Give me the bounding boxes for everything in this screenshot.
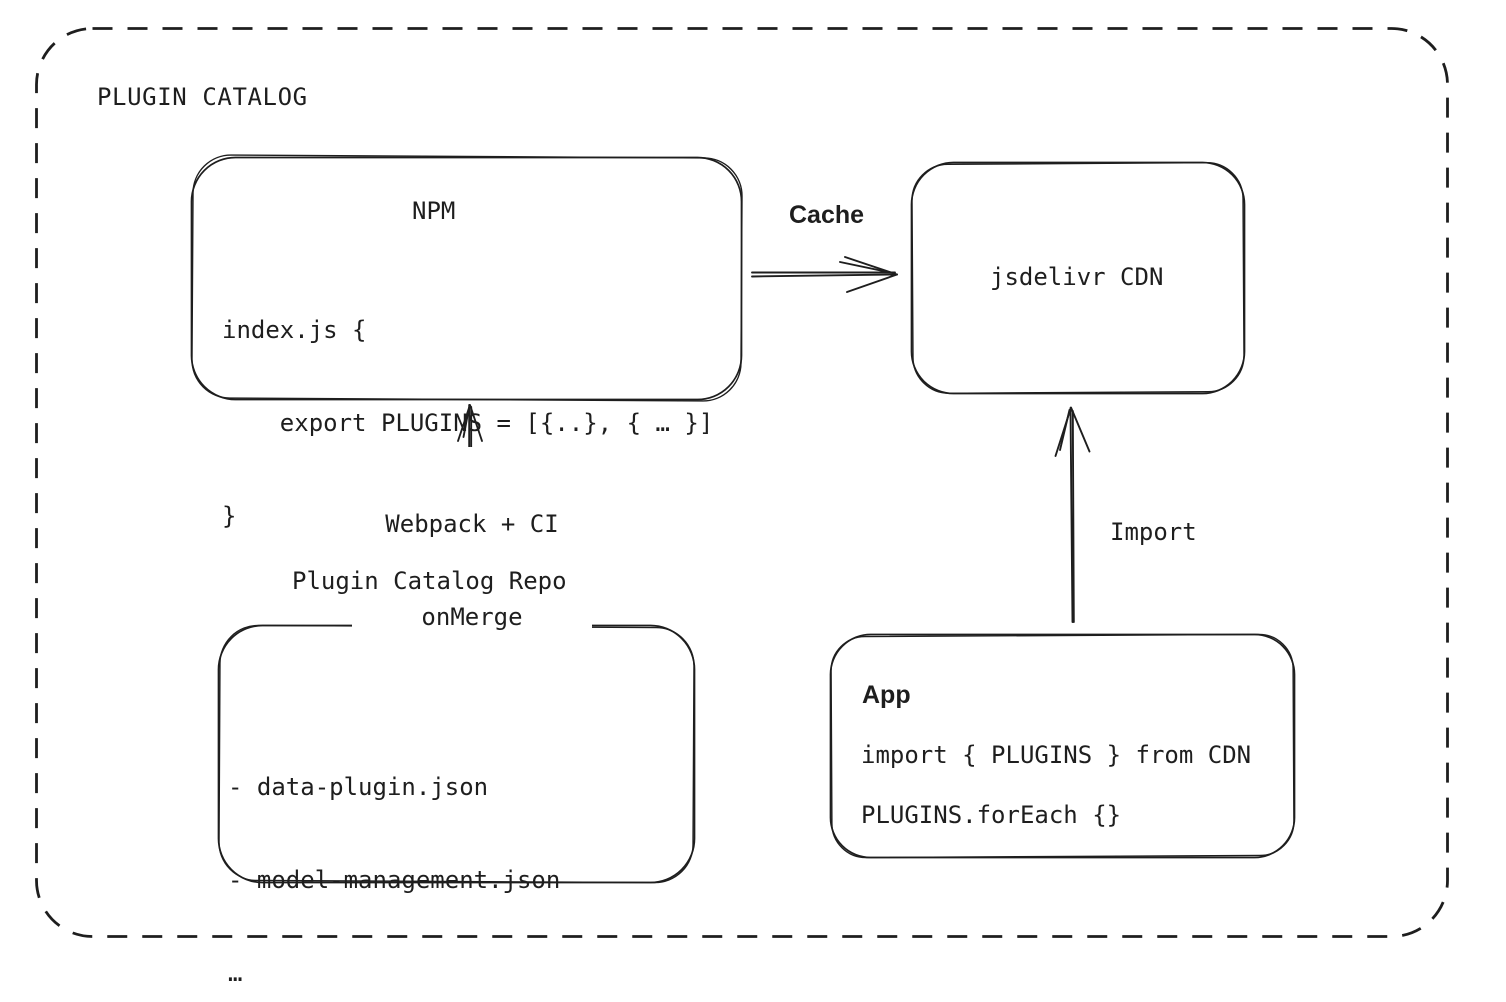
import-arrow-label: Import — [1110, 518, 1197, 546]
app-code-import: import { PLUGINS } from CDN — [861, 741, 1252, 769]
catalog-boundary — [35, 27, 1449, 938]
app-code-foreach: PLUGINS.forEach {} — [861, 801, 1122, 829]
cdn-label: jsdelivr CDN — [990, 263, 1164, 291]
repo-files: - data-plugin.json - model-management.js… — [228, 710, 560, 1002]
repo-file-item: - model-management.json — [228, 866, 561, 894]
build-arrow-label: Webpack + CI onMerge — [352, 447, 592, 695]
cdn-box — [910, 161, 1246, 395]
app-title: App — [862, 681, 911, 709]
build-arrow-label-line: Webpack + CI — [385, 510, 559, 538]
repo-file-item: … — [228, 959, 243, 987]
app-box — [829, 633, 1296, 859]
npm-code-line: export PLUGINS = [{..}, { … }] — [222, 409, 714, 437]
npm-box — [190, 154, 743, 402]
repo-label: Plugin Catalog Repo — [292, 567, 567, 595]
build-arrow-label-line: onMerge — [421, 603, 523, 631]
repo-file-item: - data-plugin.json — [228, 773, 489, 801]
cache-arrow-label: Cache — [789, 201, 865, 229]
npm-code-line: index.js { — [222, 316, 367, 344]
npm-code: index.js { export PLUGINS = [{..}, { … }… — [222, 253, 713, 594]
diagram-title: PLUGIN CATALOG — [97, 83, 308, 111]
import-arrow — [1054, 406, 1091, 623]
npm-title: NPM — [412, 197, 456, 225]
cache-arrow — [751, 256, 898, 293]
npm-code-line: } — [222, 502, 237, 530]
